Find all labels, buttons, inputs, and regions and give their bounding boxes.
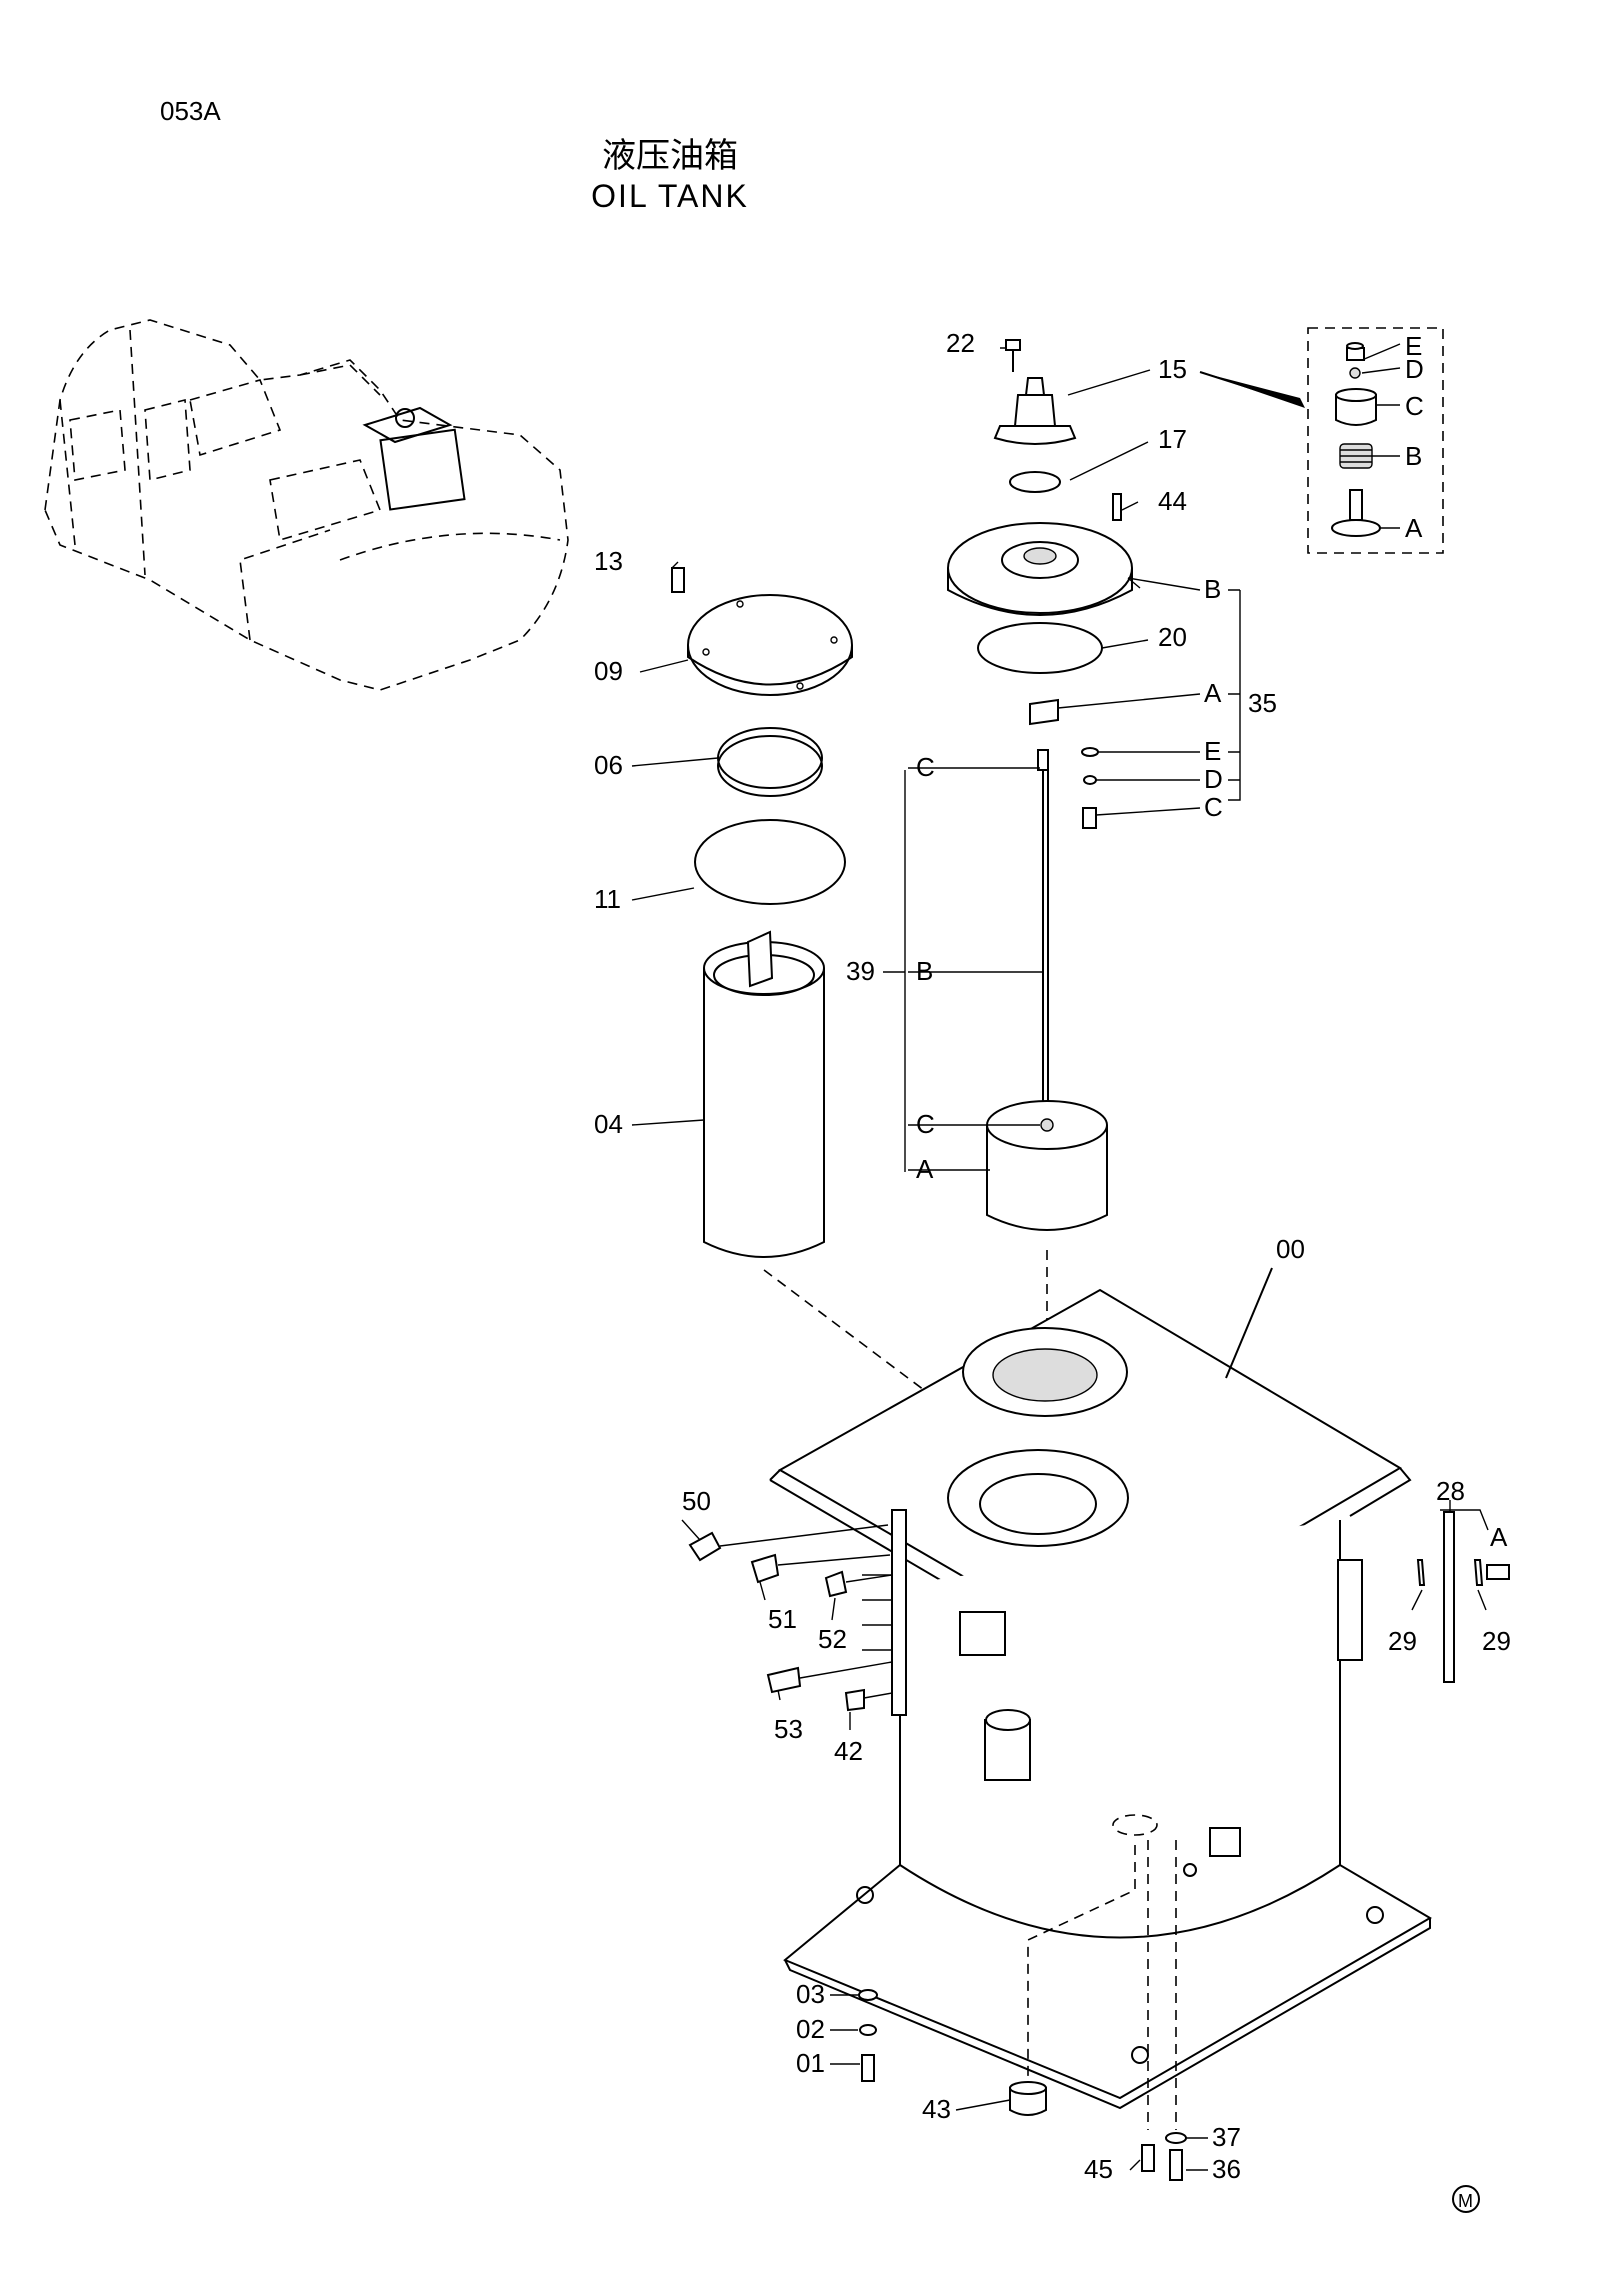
callout-labels: 22 15 17 44 20 35 B A E D C 13 09 06 11 … [594, 328, 1511, 2184]
footer-circle-mark: M [1452, 2185, 1480, 2213]
callout-02: 02 [796, 2014, 825, 2044]
breather-assembly [993, 339, 1077, 493]
oil-tank-body [769, 1267, 1432, 2130]
label-35-a: A [1204, 678, 1222, 708]
callout-52: 52 [818, 1624, 847, 1654]
inset-label-c: C [1405, 391, 1424, 421]
label-39-c-top: C [916, 752, 935, 782]
callout-35: 35 [1248, 688, 1277, 718]
cover-flange [947, 493, 1133, 829]
inset-label-b: B [1405, 441, 1422, 471]
inset-label-d: D [1405, 354, 1424, 384]
callout-01: 01 [796, 2048, 825, 2078]
label-35-e: E [1204, 736, 1221, 766]
label-39-a: A [916, 1154, 934, 1184]
fittings-left [688, 1524, 893, 1712]
label-35-b: B [1204, 574, 1221, 604]
inset-detail-box: E D C B A [1199, 327, 1444, 554]
callout-51: 51 [768, 1604, 797, 1634]
callout-22: 22 [946, 328, 975, 358]
label-39-c-bottom: C [916, 1109, 935, 1139]
callout-06: 06 [594, 750, 623, 780]
inset-label-a: A [1405, 513, 1423, 543]
excavator-overview [44, 319, 569, 691]
label-35-d: D [1204, 764, 1223, 794]
footer-mark-letter: M [1458, 2191, 1473, 2211]
float-gauge [986, 749, 1108, 1350]
filter-group [671, 567, 1021, 1463]
title-english: OIL TANK [591, 178, 749, 214]
page-code: 053A [160, 96, 221, 126]
callout-28: 28 [1436, 1476, 1465, 1506]
callout-53: 53 [774, 1714, 803, 1744]
callout-37: 37 [1212, 2122, 1241, 2152]
callout-43: 43 [922, 2094, 951, 2124]
callout-13: 13 [594, 546, 623, 576]
callout-09: 09 [594, 656, 623, 686]
callout-11: 11 [594, 884, 621, 914]
label-28-a: A [1490, 1522, 1508, 1552]
callout-45: 45 [1084, 2154, 1113, 2184]
callout-04: 04 [594, 1109, 623, 1139]
callout-39: 39 [846, 956, 875, 986]
callout-29-right: 29 [1482, 1626, 1511, 1656]
callout-17: 17 [1158, 424, 1187, 454]
label-39-b: B [916, 956, 933, 986]
callout-36: 36 [1212, 2154, 1241, 2184]
callout-50: 50 [682, 1486, 711, 1516]
label-35-c: C [1204, 792, 1223, 822]
inset-label-e: E [1405, 331, 1422, 361]
level-gauge-parts [1416, 1500, 1510, 1683]
callout-42: 42 [834, 1736, 863, 1766]
leader-lines [631, 347, 1489, 2171]
callout-44: 44 [1158, 486, 1187, 516]
callout-00: 00 [1276, 1234, 1305, 1264]
title-chinese: 液压油箱 [602, 136, 738, 176]
callout-15: 15 [1158, 354, 1187, 384]
callout-29-left: 29 [1388, 1626, 1417, 1656]
callout-20: 20 [1158, 622, 1187, 652]
callout-03: 03 [796, 1979, 825, 2009]
